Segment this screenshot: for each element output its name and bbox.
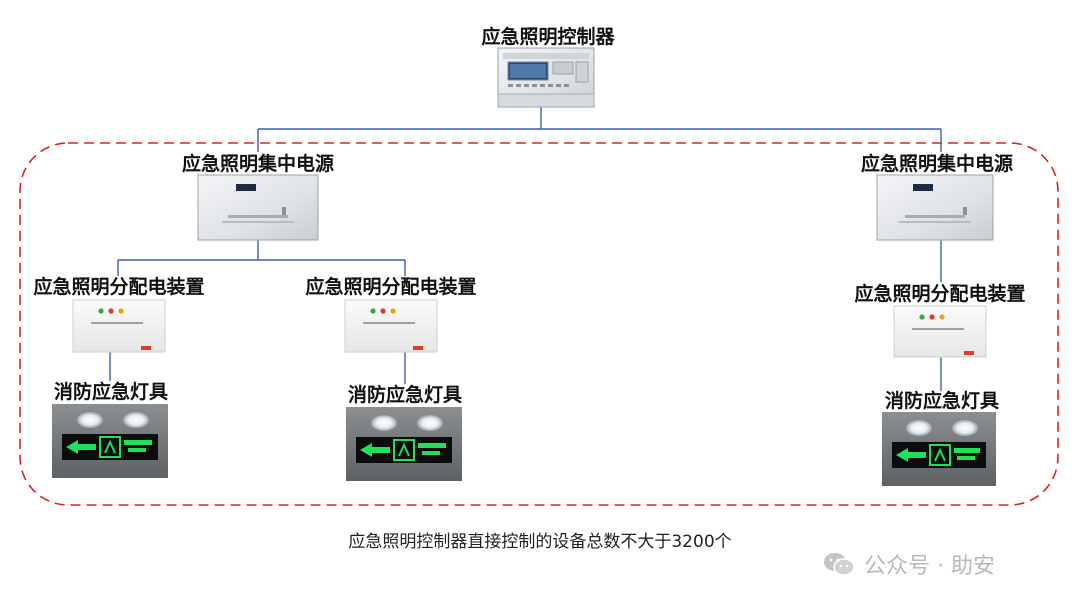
dist-device-2 xyxy=(344,299,438,353)
power-device-left xyxy=(197,174,319,241)
lamp-3-label: 消防应急灯具 xyxy=(884,390,1000,412)
dist-3-label: 应急照明分配电装置 xyxy=(854,283,1026,305)
power-device-right xyxy=(876,174,994,241)
watermark: 公众号 · 助安 xyxy=(822,548,995,580)
watermark-text: 公众号 · 助安 xyxy=(864,554,995,579)
lamp-2-label: 消防应急灯具 xyxy=(347,384,463,406)
dist-1-label: 应急照明分配电装置 xyxy=(33,276,205,298)
dist-device-3 xyxy=(893,305,987,358)
power-zone-boundary xyxy=(19,142,1059,506)
wechat-icon xyxy=(824,553,855,576)
lamp-1-label: 消防应急灯具 xyxy=(53,381,169,403)
exit-lamp-1 xyxy=(52,404,168,478)
exit-lamp-3 xyxy=(882,412,996,486)
controller-label: 应急照明控制器 xyxy=(481,26,615,48)
controller-device xyxy=(497,47,595,108)
dist-2-label: 应急照明分配电装置 xyxy=(305,276,477,298)
power-left-label: 应急照明集中电源 xyxy=(181,153,335,175)
diagram-caption: 应急照明控制器直接控制的设备总数不大于3200个 xyxy=(348,532,732,552)
exit-lamp-2 xyxy=(346,407,462,481)
power-right-label: 应急照明集中电源 xyxy=(860,153,1014,175)
dist-device-1 xyxy=(72,299,166,353)
connector-lines xyxy=(109,107,942,391)
